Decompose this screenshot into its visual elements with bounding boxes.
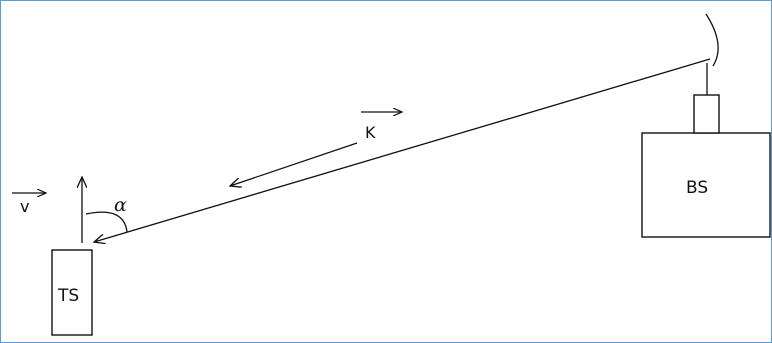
angle-arc bbox=[85, 211, 128, 233]
alpha-label: α bbox=[114, 194, 127, 216]
k-label: K bbox=[365, 123, 376, 142]
ts-label: TS bbox=[57, 286, 79, 306]
antenna-mast bbox=[693, 94, 720, 134]
ts-box bbox=[51, 249, 93, 336]
bs-label: BS bbox=[686, 178, 708, 198]
v-label: v bbox=[20, 197, 29, 216]
antenna-reflector bbox=[705, 13, 719, 67]
signal-path-line bbox=[94, 58, 711, 242]
k-direction-arrow bbox=[230, 142, 358, 186]
